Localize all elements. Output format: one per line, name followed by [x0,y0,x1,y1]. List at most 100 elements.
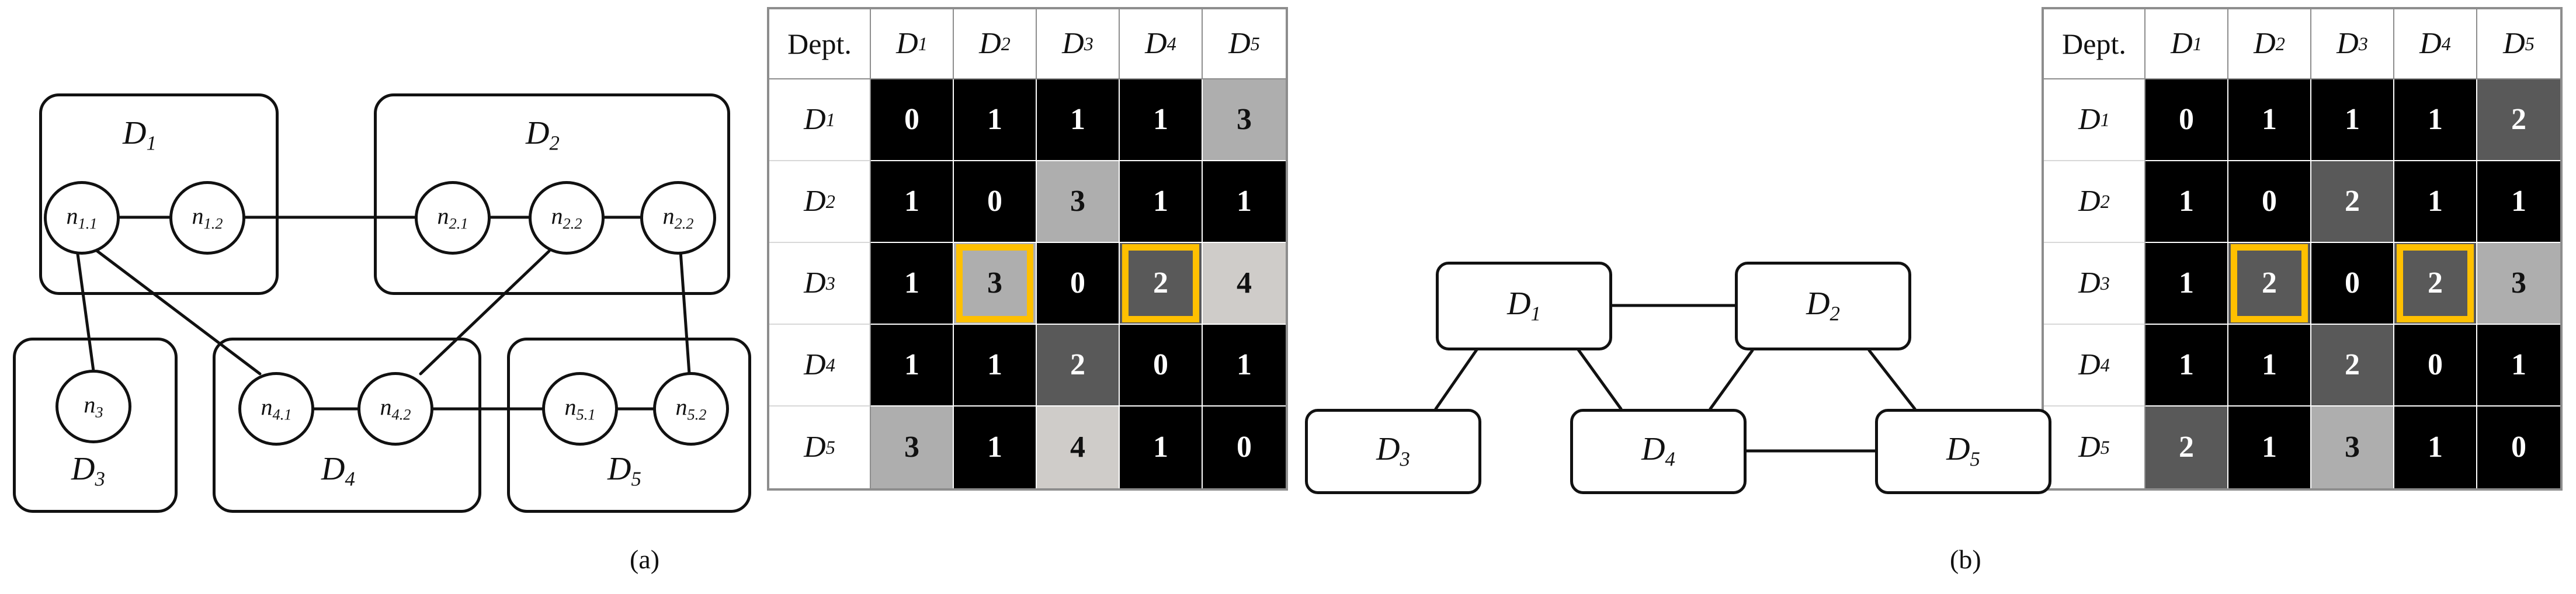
matrix-b-cell-r3-c3: 0 [2311,243,2394,325]
block-D5-letter: D [1946,431,1970,468]
node-n2-1-sub: 2.1 [449,214,468,232]
matrix-b-cell-r1-c4: 1 [2394,79,2477,161]
node-n2-2-letter: n [551,203,563,230]
dept-label-D5-sub: 5 [631,467,641,491]
panel-a: D1 D2 D3 D4 D5 [0,0,754,594]
node-n5-2-letter: n [675,394,688,421]
matrix-a-cell-r2-c5: 1 [1203,161,1286,243]
dept-label-D5-letter: D [607,451,631,487]
matrix-a-cell-r3-c4: 2 [1120,243,1203,325]
node-n2-2: n2.2 [529,181,605,255]
block-D1-letter: D [1507,286,1531,322]
dept-label-D1: D1 [123,117,157,154]
matrix-a-cell-r4-c5: 1 [1203,325,1286,407]
matrix-a-row-header-1-sub: 1 [825,109,835,130]
matrix-a-col-header-D3-letter: D [1062,27,1084,60]
dept-label-D2-letter: D [526,115,550,151]
matrix-a-cell-r1-c4: 1 [1120,79,1203,161]
edge-D2-D4 [1709,349,1754,411]
dept-label-D3-letter: D [71,451,95,487]
matrix-a-col-header-D2-sub: 2 [1001,33,1011,54]
matrix-a-row-header-4-letter: D [804,348,826,381]
matrix-b-col-header-D5-letter: D [2503,27,2525,60]
dept-label-D4-letter: D [321,451,345,487]
matrix-b-col-header-D2-sub: 2 [2275,33,2285,54]
matrix-a-cell-r5-c3: 4 [1037,407,1120,488]
dept-label-D3-sub: 3 [95,467,105,491]
matrix-a-col-header-D1-letter: D [896,27,918,60]
matrix-b-cell-r1-c1: 0 [2145,79,2228,161]
matrix-b-row-header-5-letter: D [2078,430,2101,464]
matrix-a-cell-r2-c1: 1 [871,161,954,243]
block-D4-sub: 4 [1665,447,1675,471]
matrix-b-row-header-3-sub: 3 [2100,272,2110,294]
matrix-b-row-header-2-sub: 2 [2100,190,2110,212]
matrix-a-col-header-D4-letter: D [1145,27,1167,60]
dept-label-D1-letter: D [123,115,147,151]
node-n3-letter: n [84,391,96,418]
panel-b-edge-layer [1434,304,1917,453]
matrix-b-col-header-D4-letter: D [2419,27,2442,60]
node-n5-1-letter: n [564,394,577,421]
matrix-a-col-header-D5-sub: 5 [1250,33,1260,54]
matrix-a-cell-r5-c1: 3 [871,407,954,488]
matrix-b-cell-r2-c4: 1 [2394,161,2477,243]
node-n2-3: n2.2 [640,181,716,255]
block-D2: D2 [1735,262,1911,350]
node-n2-1-letter: n [437,203,449,230]
matrix-b-cell-r4-c1: 1 [2145,325,2228,407]
matrix-b-highlight-r3-c4 [2397,244,2474,322]
node-n2-1: n2.1 [415,181,491,255]
block-D3-sub: 3 [1400,447,1410,471]
dept-label-D1-sub: 1 [146,131,157,155]
block-D4-letter: D [1641,431,1665,468]
node-n4-2: n4.2 [357,372,433,446]
matrix-b-row-header-1-sub: 1 [2100,109,2110,130]
matrix-a-cell-r1-c1: 0 [871,79,954,161]
matrix-a-cell-r2-c4: 1 [1120,161,1203,243]
node-n4-1-letter: n [261,394,273,421]
matrix-a-cell-r4-c2: 1 [954,325,1037,407]
matrix-b-row-header-1-letter: D [2078,103,2101,136]
node-n2-2-sub: 2.2 [563,214,582,232]
node-n3-sub: 3 [95,403,103,421]
block-D1: D1 [1436,262,1612,350]
matrix-a-highlight-r3-c2 [956,244,1033,322]
node-n5-2: n5.2 [653,372,729,446]
matrix-b-cell-r3-c5: 3 [2477,243,2560,325]
node-n4-2-sub: 4.2 [391,405,411,423]
dept-label-D3: D3 [71,453,105,489]
matrix-a-cell-r2-c2: 0 [954,161,1037,243]
matrix-b-cell-r2-c1: 1 [2145,161,2228,243]
dept-label-D2: D2 [526,117,560,154]
node-n4-1-sub: 4.1 [272,405,292,423]
edge-D1-D4 [1575,346,1623,411]
node-n3: n3 [55,370,131,443]
matrix-b-cell-r4-c4: 0 [2394,325,2477,407]
matrix-a-row-header-2-sub: 2 [825,190,835,212]
matrix-a-cell-r3-c3: 0 [1037,243,1120,325]
node-n4-1: n4.1 [238,372,314,446]
edge-D1-D3 [1434,346,1480,411]
matrix-b-cell-r3-c1: 1 [2145,243,2228,325]
matrix-b-cell-r1-c2: 1 [2228,79,2311,161]
matrix-b-col-header-D4-sub: 4 [2441,33,2451,54]
matrix-a-cell-r4-c3: 2 [1037,325,1120,407]
matrix-b-cell-r3-c4: 2 [2394,243,2477,325]
node-n4-2-letter: n [380,394,392,421]
matrix-b-cell-r5-c3: 3 [2311,407,2394,488]
matrix-a-row-header-5-letter: D [804,430,826,464]
node-n5-1-sub: 5.1 [576,405,596,423]
